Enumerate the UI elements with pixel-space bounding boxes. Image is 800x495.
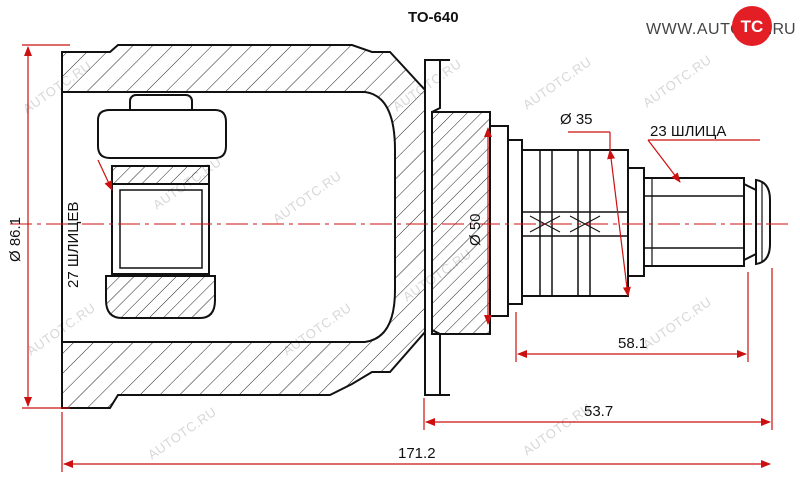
logo-badge-icon: TC (732, 6, 772, 46)
total-length-label: 171.2 (398, 445, 436, 462)
brand-logo: WWW.AUTO TC .RU (640, 4, 796, 46)
svg-text:TC: TC (741, 17, 764, 36)
part-number-title: TO-640 (408, 9, 459, 26)
shaft-splines-label: 23 ШЛИЦА (650, 123, 727, 140)
dimension-lines (22, 44, 773, 472)
logo-suffix: .RU (768, 21, 796, 38)
shaft-length-label: 58.1 (618, 335, 648, 352)
tripod-assembly (97, 94, 227, 319)
stub-length-label: 53.7 (584, 403, 614, 420)
flange-diameter-label: Ø 50 (467, 213, 484, 246)
stub-shaft (507, 139, 771, 305)
inner-splines-label: 27 ШЛИЦЕВ (65, 201, 82, 288)
logo-text: WWW.AUTO (646, 21, 744, 38)
outer-diameter-label: Ø 86.1 (7, 216, 24, 262)
shaft-diameter-label: Ø 35 (560, 111, 593, 128)
flange (424, 59, 509, 396)
